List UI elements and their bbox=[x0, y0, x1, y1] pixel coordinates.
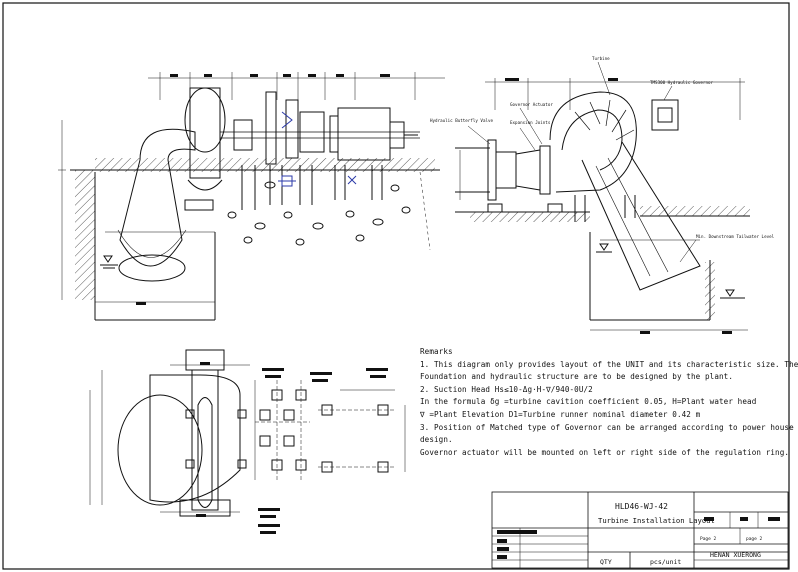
callout-labels: Turbine TMS300 Hydraulic Governor Govern… bbox=[430, 56, 775, 239]
company-name: HENAN XUERONG bbox=[710, 551, 761, 559]
drawing-title: Turbine Installation Layout bbox=[598, 516, 715, 525]
turbine-callout: Turbine bbox=[592, 56, 610, 61]
right-section-view bbox=[455, 61, 750, 331]
sheet-number: Page 2 bbox=[700, 536, 717, 542]
qty-label: QTY bbox=[600, 558, 612, 566]
plan-view bbox=[89, 349, 406, 517]
model-number: HLD46-WJ-42 bbox=[615, 502, 668, 511]
remark-line: design. bbox=[420, 435, 453, 445]
remark-line: 3. Position of Matched type of Governor … bbox=[420, 422, 794, 432]
governor-callout: TMS300 Hydraulic Governor bbox=[650, 80, 714, 85]
left-elevation-view bbox=[58, 72, 445, 321]
actuator-callout: Governor Actuator bbox=[510, 102, 553, 107]
sheet-total: page 2 bbox=[746, 536, 763, 542]
remark-line: Foundation and hydraulic structure are t… bbox=[420, 372, 734, 382]
title-block bbox=[491, 491, 789, 569]
remarks-heading: Remarks bbox=[420, 347, 453, 356]
unit-label: pcs/unit bbox=[650, 558, 681, 566]
remarks-block: Remarks 1. This diagram only provides la… bbox=[420, 346, 798, 459]
butterfly-callout: Hydraulic Butterfly Valve bbox=[430, 118, 494, 123]
expansion-callout: Expansion Joints bbox=[510, 120, 551, 125]
remark-line: ∇ =Plant Elevation D1=Turbine runner nom… bbox=[420, 409, 701, 419]
remark-line: Governor actuator will be mounted on lef… bbox=[420, 447, 790, 457]
tailwater-callout: Min. Downstream Tailwater Level bbox=[696, 234, 775, 239]
remark-line: In the formula δg =turbine cavition coef… bbox=[420, 397, 757, 407]
remark-line: 2. Suction Head Hs≤10-Δg·H-∇/940-0U/2 bbox=[420, 384, 593, 394]
dimension-marks bbox=[136, 74, 732, 534]
remark-line: 1. This diagram only provides layout of … bbox=[420, 359, 798, 369]
